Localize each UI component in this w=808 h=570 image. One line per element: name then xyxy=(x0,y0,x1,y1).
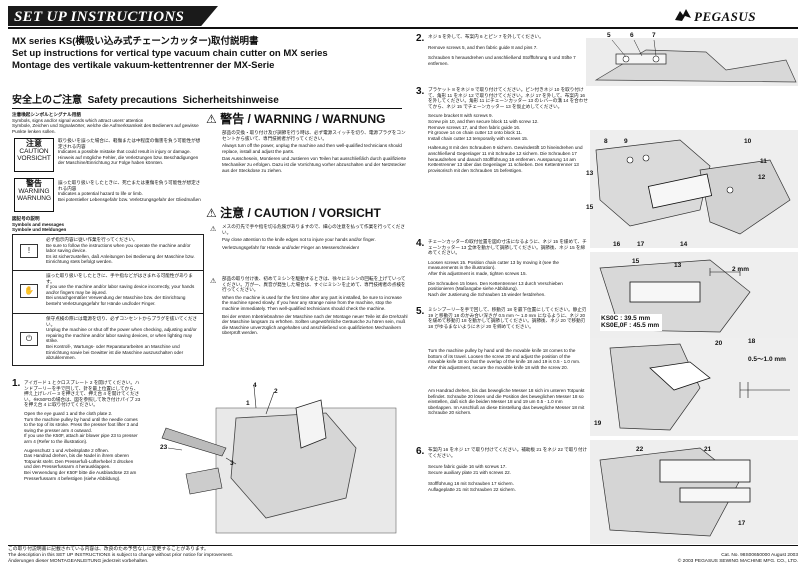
step5-number: 5. xyxy=(416,306,425,317)
caution-speed-text: 部品の取り付け後、初めてミシンを駆動するときは、徐々にミシンの回転を上げていって… xyxy=(222,276,408,336)
instruction-icon: ! xyxy=(20,244,38,258)
step2-callout: 7 xyxy=(652,32,656,39)
step4-spec-box: KS0C : 39.5 mm KS0E,0F : 45.5 mm xyxy=(600,314,662,331)
footer-rule xyxy=(8,545,798,546)
warning-text: 部品の交換・取り付け及び調節を行う時は、必ず電源スイッチを切り、電源プラグをコン… xyxy=(222,130,407,173)
symbol-instruction-text: 必ず指示内容に従い作業を行ってください。Be sure to follow th… xyxy=(46,237,195,265)
step5-illustration xyxy=(590,338,798,436)
step1-text: アイガード 1 とクロスプレート 2 を開けてください。ハンドプーリーを手で回し… xyxy=(24,380,141,481)
step3-callout: 13 xyxy=(586,170,594,177)
hand-pinch-icon: ✋ xyxy=(20,284,38,298)
caution-speed-icon: ⚠ xyxy=(210,278,217,285)
warning-triangle-icon: ⚠ xyxy=(206,112,217,126)
step6-number: 6. xyxy=(416,446,425,457)
pegasus-logo: PEGASUS xyxy=(694,9,757,24)
step5-text-jp: ミシンプーリーを手で回して、移動刃 18 を最下位置にしてください。静止刃 19… xyxy=(428,307,587,329)
header-banner: SET UP INSTRUCTIONS xyxy=(8,6,218,26)
symbols-divider xyxy=(12,313,204,314)
footer-catalog: Cat. No. 98S00650000 August 2003 © 2003 … xyxy=(677,553,798,564)
header-rule xyxy=(8,27,798,29)
caution-tag: 注意 CAUTION VORSICHT xyxy=(14,138,54,172)
pegasus-logo-icon xyxy=(675,9,691,21)
step6-callout: 21 xyxy=(704,446,712,453)
step3-callout: 16 xyxy=(613,241,621,248)
knife-icon: ⚠ xyxy=(210,226,217,233)
step5-text-de: Am Handrad drehen, bis das bewegliche Me… xyxy=(428,388,585,416)
symbols-table xyxy=(12,234,204,366)
step6-illustration xyxy=(590,440,798,544)
step3-callout: 11 xyxy=(760,158,767,165)
unplug-icon: ⏻ xyxy=(20,332,38,346)
symbols-divider xyxy=(12,270,204,271)
step3-callout: 10 xyxy=(744,138,752,145)
step2-number: 2. xyxy=(416,33,425,44)
step1-callout: 4 xyxy=(253,382,257,389)
step5-dimension: 0.5〜1.0 mm xyxy=(748,356,786,363)
step3-text: ブラケット 8 をネジ 9 で取り付けてください。ピン付きネジ 10 を取り付け… xyxy=(428,87,588,173)
step2-text: ネジ 5 を外して、布案内 6 とピン 7 を外してください。 Remove s… xyxy=(428,34,576,66)
warning-tag: 警告 WARNING WARNUNG xyxy=(14,178,54,212)
step3-callout: 17 xyxy=(637,241,645,248)
title-en: Set up instructions for vertical type va… xyxy=(12,48,328,59)
banner-title: SET UP INSTRUCTIONS xyxy=(14,9,185,25)
step3-callout: 8 xyxy=(604,138,608,145)
warning-heading: ⚠ 警告 / WARNING / WARNUNG xyxy=(206,112,386,126)
footer-disclaimer: この取り付説明書に記載されている内容は、改良のため予告なしに変更することがありま… xyxy=(8,547,234,564)
step6-callout: 17 xyxy=(738,520,746,527)
safety-rule xyxy=(12,108,402,109)
step4-callout: 15 xyxy=(632,258,640,265)
warning-description: 誤った取り扱いをしたときに、死亡または重傷を負う可能性が想定される内容 Indi… xyxy=(58,180,201,202)
caution-knife-text: メスの刃先で手や指を切る危険がありますので、細心の注意を払って作業を行ってくださ… xyxy=(222,224,405,250)
step5-callout: 20 xyxy=(715,340,723,347)
step3-callout: 9 xyxy=(624,138,628,145)
step4-callout: 13 xyxy=(674,262,682,269)
symbol-unplug-text: 保守点検の際には電源を切り、必ずコンセントからプラグを抜いてください。Unplu… xyxy=(46,316,198,361)
step3-number: 3. xyxy=(416,86,425,97)
step5-text-en: Turn the machine pulley by hand until th… xyxy=(428,348,581,370)
symbols-messages-title: 図記号の説明 Symbols and messages Symbole und … xyxy=(12,216,67,233)
title-jp: MX series KS(横吸い込み式チェーンカッター)取付説明書 xyxy=(12,36,259,47)
step2-illustration xyxy=(586,38,798,86)
step5-callout: 18 xyxy=(748,338,756,345)
step4-dimension: 2 mm xyxy=(732,266,749,273)
symbol-pinch-text: 誤った取り扱いをしたときに、手や指などがはさまれる可能性があります。If you… xyxy=(46,273,195,306)
step3-callout: 14 xyxy=(680,241,688,248)
step4-text: チェーンカッターの取付位置を図の寸法になるように、ネジ 15 を緩めて、チェーン… xyxy=(428,239,587,297)
step4-number: 4. xyxy=(416,238,425,249)
step2-callout: 5 xyxy=(607,32,611,39)
safety-heading: 安全上のご注意 Safety precautions Sicherheitshi… xyxy=(12,95,279,106)
step3-illustration xyxy=(590,130,798,248)
step1-callout: 2 xyxy=(274,388,278,395)
step6-text: 布案内 16 をネジ 17 で取り付けてください。補助板 21 をネジ 22 で… xyxy=(428,447,588,492)
step1-callout: 23 xyxy=(160,444,168,451)
step3-callout: 12 xyxy=(758,174,766,181)
caution-description: 取り扱いを誤った場合に、軽傷または中程度の傷害を負う可能性が想定される内容 In… xyxy=(58,138,201,166)
title-de: Montage des vertikale vakuum-kettentrenn… xyxy=(12,60,275,71)
caution-triangle-icon: ⚠ xyxy=(206,206,217,220)
step1-illustration xyxy=(161,385,397,534)
step1-callout: 1 xyxy=(246,400,250,407)
symbols-intro: 注意喚起シンボルとシグナル用語 Symbols, signs and/or si… xyxy=(12,112,199,134)
step5-callout: 19 xyxy=(594,420,602,427)
step1-number: 1. xyxy=(12,378,21,389)
step3-callout: 15 xyxy=(586,204,594,211)
step6-callout: 22 xyxy=(636,446,644,453)
caution-heading: ⚠ 注意 / CAUTION / VORSICHT xyxy=(206,206,381,220)
step1-callout: 3 xyxy=(230,460,234,467)
step2-callout: 6 xyxy=(630,32,634,39)
